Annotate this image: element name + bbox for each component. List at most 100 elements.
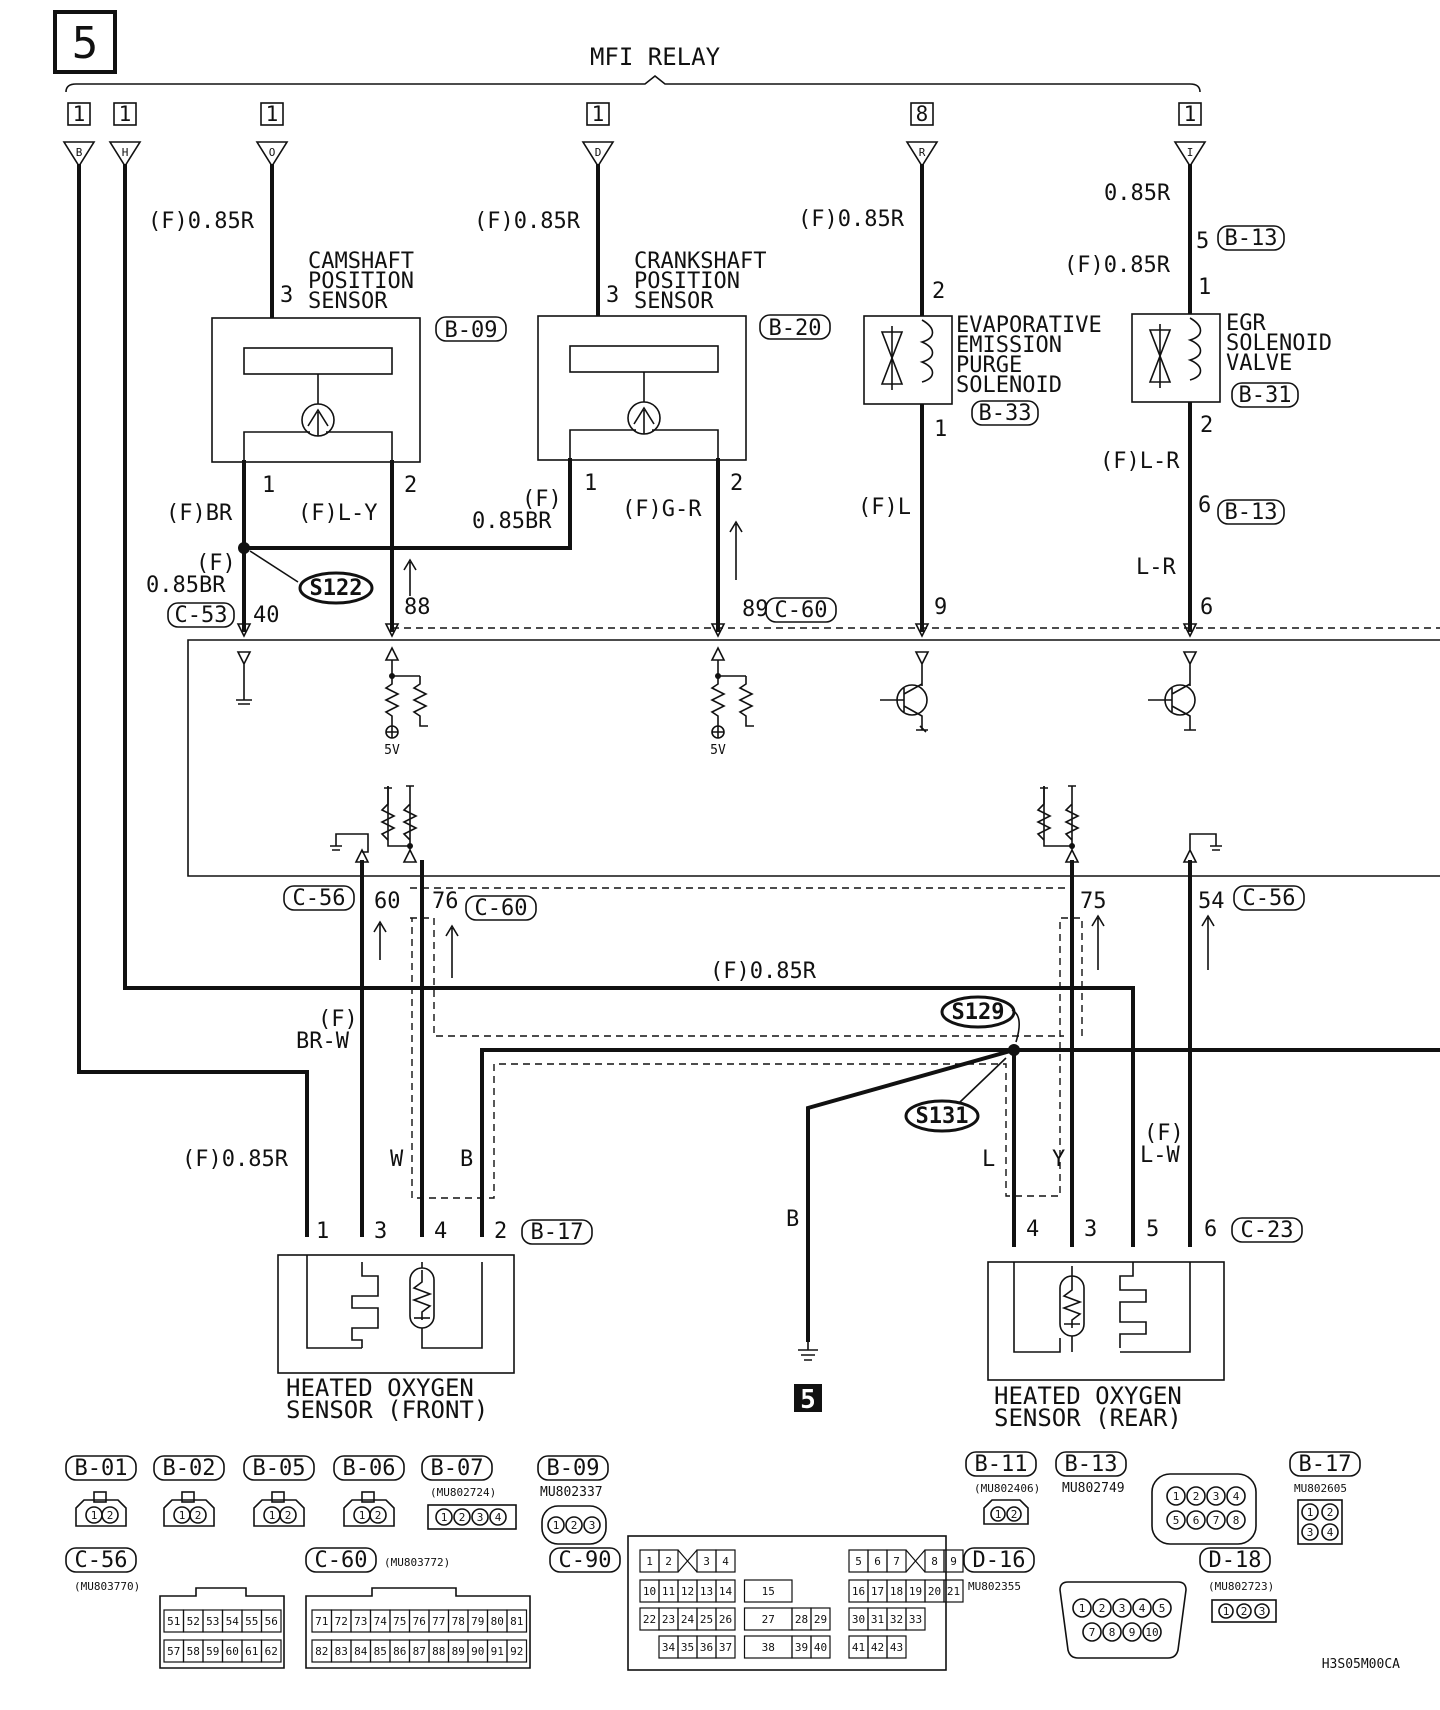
egr-pin1: 1 [1198, 275, 1211, 300]
egr-name-1: EGR [1226, 311, 1266, 336]
svg-text:B-17: B-17 [1299, 1452, 1352, 1477]
b13b-ref: B-13 [1225, 500, 1278, 525]
evap-name-4: SOLENOID [956, 373, 1062, 398]
splice-s129-dot [1008, 1044, 1020, 1056]
evap-pin2: 2 [932, 279, 945, 304]
svg-text:MU802355: MU802355 [968, 1580, 1021, 1593]
svg-text:5: 5 [1173, 1514, 1180, 1527]
c56-pin-label: 51 [167, 1615, 180, 1628]
crank-p2-label: (F)G-R [622, 497, 702, 522]
svg-text:D-16: D-16 [973, 1548, 1026, 1573]
svg-text:1: 1 [1079, 1602, 1086, 1615]
svg-text:2: 2 [107, 1509, 114, 1522]
svg-text:2: 2 [195, 1509, 202, 1522]
svg-text:6: 6 [1193, 1514, 1200, 1527]
c90-pin-label: 8 [931, 1555, 938, 1568]
c90-pin-cell [743, 1607, 793, 1631]
crank-pin2: 2 [730, 471, 743, 496]
ecu-pin54: 54 [1198, 889, 1225, 914]
svg-text:2: 2 [1327, 1506, 1334, 1519]
ecu-pin60: 60 [374, 889, 401, 914]
c90-blank-mark [677, 1549, 698, 1573]
mfi-relay-bracket [65, 74, 1201, 93]
svg-text:1: 1 [1223, 1605, 1230, 1618]
svg-text:B: B [76, 146, 83, 159]
crank-connector: B-20 [769, 316, 822, 341]
rear-y-label: Y [1052, 1147, 1065, 1172]
c60b-box [465, 895, 537, 921]
c90-pin-label: 41 [852, 1641, 865, 1654]
c60-pin-label: 90 [471, 1645, 484, 1658]
splice-s131-tag [904, 1099, 980, 1133]
svg-text:I: I [1187, 146, 1194, 159]
ecu-top-arrows [236, 623, 1198, 638]
cam-pin3: 3 [280, 283, 293, 308]
ecu-pin40: 40 [253, 603, 280, 628]
svg-text:B-13: B-13 [1065, 1452, 1118, 1477]
c90-pin-label: 13 [700, 1585, 713, 1598]
evap-name-2: EMISSION [956, 333, 1062, 358]
c90-pin-cell [743, 1579, 793, 1603]
front-connector: B-17 [531, 1220, 584, 1245]
c90-pin-label: 3 [703, 1555, 710, 1568]
svg-text:C-90: C-90 [559, 1548, 612, 1573]
c60-pin-label: 88 [432, 1645, 445, 1658]
svg-text:1: 1 [441, 1511, 448, 1524]
c90-pin-label: 27 [762, 1613, 775, 1626]
rear-l-label: L [982, 1147, 995, 1172]
c90-pin-label: 34 [662, 1641, 676, 1654]
egr-ecu-pin6: 6 [1200, 595, 1213, 620]
crankshaft-sensor [537, 315, 747, 461]
svg-text:2: 2 [285, 1509, 292, 1522]
svg-text:D-18: D-18 [1209, 1548, 1262, 1573]
svg-text:(MU803770): (MU803770) [74, 1580, 140, 1593]
c90-pin-label: 4 [722, 1555, 729, 1568]
front-signal-arrow [373, 920, 387, 960]
rear-name-1: HEATED OXYGEN [994, 1382, 1182, 1410]
svg-text:3: 3 [589, 1519, 596, 1532]
crank-p1-label-a: (F) [522, 487, 562, 512]
c60-pin-label: 85 [374, 1645, 387, 1658]
egr-pin5: 5 [1196, 229, 1209, 254]
rear-pin6: 6 [1204, 1217, 1217, 1242]
c56-pin-label: 56 [265, 1615, 278, 1628]
svg-text:1: 1 [73, 102, 86, 126]
svg-text:8: 8 [916, 102, 929, 126]
crank-connector-box [759, 314, 831, 340]
rear-pin5: 5 [1146, 1217, 1159, 1242]
front-name-2: SENSOR (FRONT) [286, 1396, 488, 1424]
section-number: 5 [72, 18, 99, 69]
c90-pin-label: 28 [795, 1613, 808, 1626]
evap-purge-solenoid [863, 315, 953, 405]
svg-text:2: 2 [375, 1509, 382, 1522]
crank-pin3: 3 [606, 283, 619, 308]
heater-feed-label: (F)0.85R [710, 959, 817, 984]
relay-terminal-b: 1 B [62, 102, 96, 168]
c60a-ref: C-60 [775, 598, 828, 623]
c90-pin-cell [715, 1635, 736, 1659]
svg-text:H: H [122, 146, 129, 159]
c90-pin-label: 2 [665, 1555, 672, 1568]
c90-pin-label: 37 [719, 1641, 732, 1654]
cam-connector-box [435, 316, 507, 342]
svg-text:MU802605: MU802605 [1294, 1482, 1347, 1495]
svg-text:B-05: B-05 [253, 1456, 306, 1481]
egr-top-label: 0.85R [1104, 181, 1171, 206]
rear-heater-arrow [1091, 914, 1105, 970]
c60-pin-label: 81 [510, 1615, 523, 1628]
c90-pin-cell [743, 1635, 793, 1659]
c90-pin-label: 30 [852, 1613, 865, 1626]
svg-text:5: 5 [1159, 1602, 1166, 1615]
ecu-pin76: 76 [432, 889, 459, 914]
ground-number: 5 [800, 1385, 816, 1415]
legend-c56: C-56 (MU803770) [65, 1547, 285, 1669]
svg-text:4: 4 [1139, 1602, 1146, 1615]
c60-pin-label: 87 [413, 1645, 426, 1658]
c60-pin-label: 80 [491, 1615, 504, 1628]
cam-name-1: CAMSHAFT [308, 249, 414, 274]
svg-text:MU802337: MU802337 [540, 1485, 603, 1500]
